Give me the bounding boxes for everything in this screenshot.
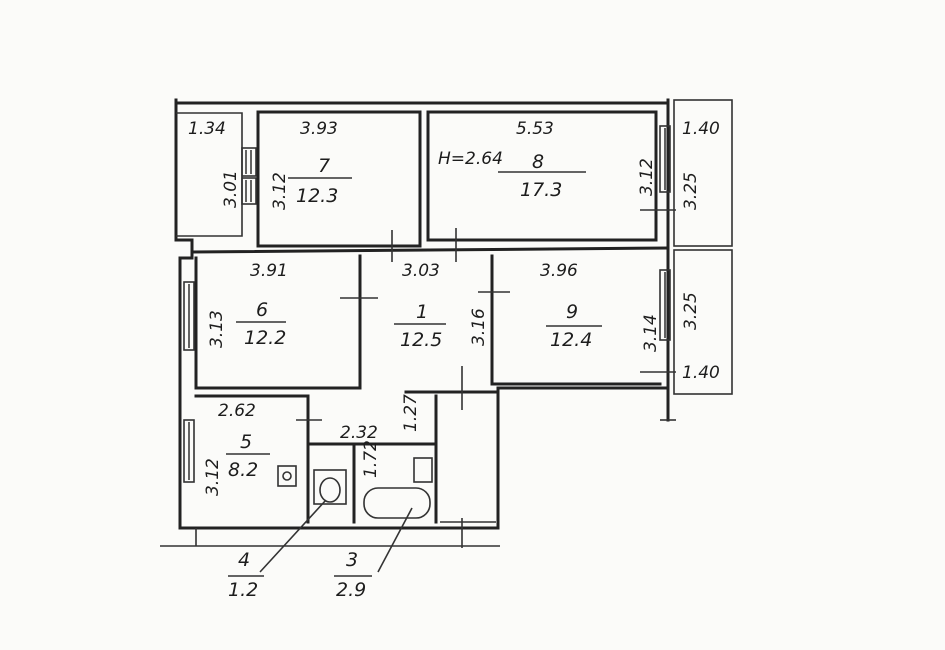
drain-icon (282, 471, 292, 481)
room-5-height: 3.12 (203, 458, 223, 496)
room-6-number: 6 (256, 299, 268, 321)
room-7-width: 3.93 (300, 119, 338, 139)
room-1-height: 3.16 (469, 308, 489, 346)
fixtures (277, 457, 433, 519)
room-5-width: 2.62 (218, 401, 256, 421)
labels: 3.93 7 12.3 3.12 5.53 H=2.64 8 17.3 3.12… (188, 119, 720, 601)
room-3-number: 3 (346, 549, 358, 571)
room-1-number: 1 (416, 301, 428, 323)
fraction-bars (226, 171, 602, 455)
room-6-area: 12.2 (244, 327, 286, 349)
room-8-height: 3.12 (637, 158, 657, 196)
toilet-bowl-icon (319, 477, 341, 503)
room-8-number: 8 (532, 151, 544, 173)
bathtub-icon (363, 487, 431, 519)
room-9-width: 3.96 (540, 261, 578, 281)
room-1-area: 12.5 (400, 329, 442, 351)
ceiling-height-note: H=2.64 (438, 149, 503, 169)
washbasin-icon (413, 457, 433, 483)
balcony-right-top-width: 1.40 (682, 119, 720, 139)
balcony-left-height: 3.01 (221, 170, 241, 208)
corridor-height-b: 1.72 (361, 440, 381, 478)
windows (183, 125, 671, 483)
room-4-area: 1.2 (228, 579, 258, 601)
sink-icon (277, 465, 297, 487)
room-6-width: 3.91 (250, 261, 288, 281)
room-8-area: 17.3 (520, 179, 562, 201)
room-9-area: 12.4 (550, 329, 592, 351)
room-1-width: 3.03 (402, 261, 440, 281)
room-7-area: 12.3 (296, 185, 338, 207)
room-8-width: 5.53 (516, 119, 554, 139)
balcony-right-top-height: 3.25 (681, 172, 701, 210)
balcony-left-width: 1.34 (188, 119, 226, 139)
room-4-number: 4 (238, 549, 250, 571)
outer-walls (160, 98, 670, 547)
balcony-right-bottom-height: 3.25 (681, 292, 701, 330)
corridor-width: 2.32 (340, 423, 378, 443)
toilet-icon (313, 469, 347, 505)
room-6-height: 3.13 (207, 310, 227, 348)
right-balconies (660, 99, 733, 421)
room-3-area: 2.9 (336, 579, 366, 601)
leaders (228, 499, 413, 577)
room-5-number: 5 (240, 431, 252, 453)
door-marks (296, 209, 676, 548)
room-7-number: 7 (318, 155, 330, 177)
room-7-height: 3.12 (270, 172, 290, 210)
room-5-area: 8.2 (228, 459, 258, 481)
balcony-right-bottom-width: 1.40 (682, 363, 720, 383)
room-9-height: 3.14 (641, 314, 661, 352)
room-9-number: 9 (566, 301, 578, 323)
corridor-height-a: 1.27 (401, 394, 421, 432)
